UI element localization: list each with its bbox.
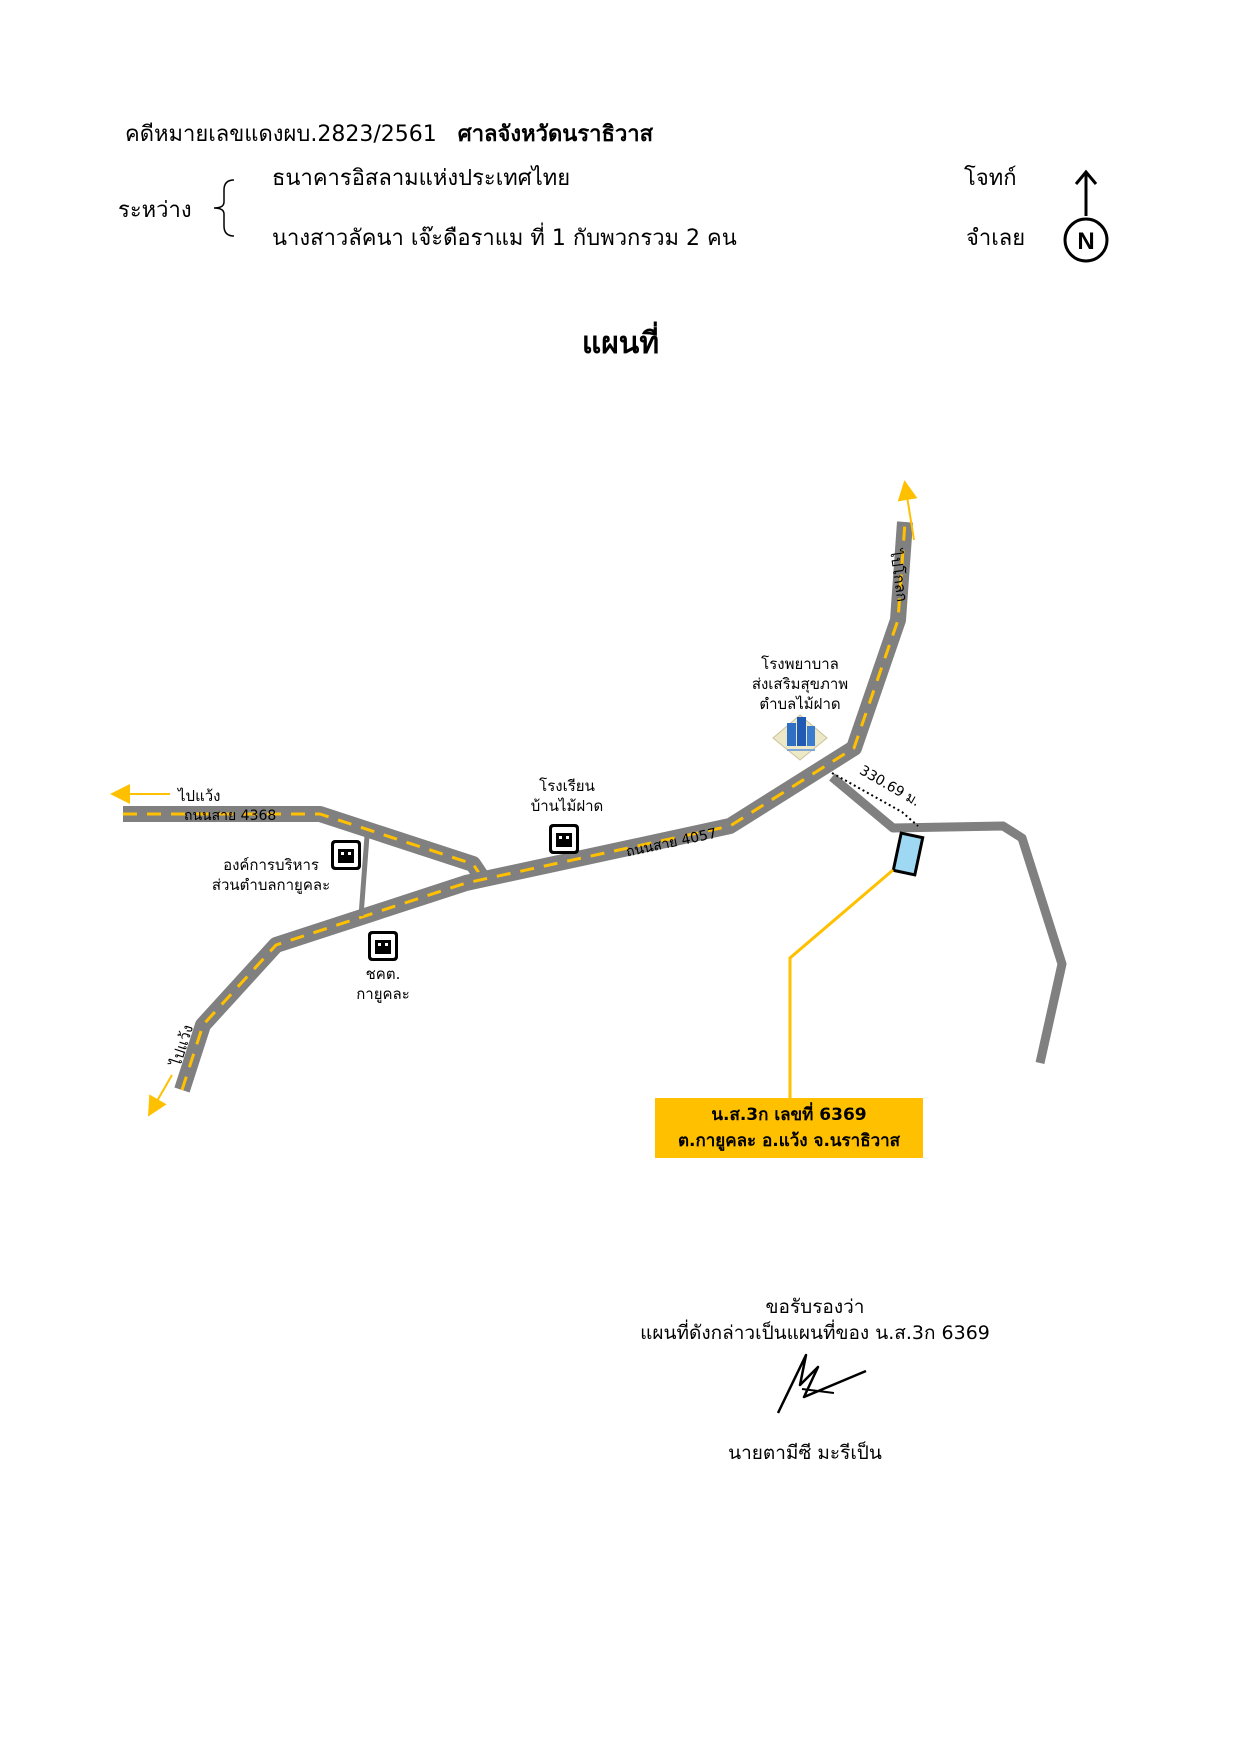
certify-line-1: ขอรับรองว่า (765, 1296, 865, 1318)
chokot-office-icon (368, 931, 398, 961)
plaintiff-role: โจทก์ (964, 166, 1017, 191)
case-number: คดีหมายเลขแดงผบ.2823/2561 ศาลจังหวัดนราธ… (125, 122, 654, 147)
connector-lane (358, 835, 370, 917)
label-sao: องค์การบริหาร ส่วนตำบลกายูคละ (211, 856, 331, 894)
parcel-deed: น.ส.3ก เลขที่ 6369 (711, 1105, 867, 1125)
label-school: โรงเรียน บ้านไม้ฝาด (530, 777, 604, 815)
page-title: แผนที่ (581, 326, 660, 361)
between-label: ระหว่าง (118, 198, 192, 223)
label-to-waeng-top: ไปแว้ง (178, 787, 221, 805)
sao-office-icon (331, 840, 361, 870)
parcel-label-box: น.ส.3ก เลขที่ 6369 ต.กายูคละ อ.แว้ง จ.นร… (655, 1098, 923, 1158)
distance-line (831, 772, 919, 827)
court-name: ศาลจังหวัดนราธิวาส (457, 122, 654, 147)
defendant-role: จำเลย (966, 226, 1026, 251)
roads (123, 521, 1067, 1093)
label-chokot: ชคต. กายูคละ (356, 965, 410, 1003)
plaintiff-name: ธนาคารอิสลามแห่งประเทศไทย (272, 166, 571, 191)
north-arrow-icon: N (1063, 169, 1109, 263)
school-icon (549, 824, 579, 854)
parcel-marker (891, 831, 925, 877)
certify-line-2: แผนที่ดังกล่าวเป็นแผนที่ของ น.ส.3ก 6369 (640, 1322, 990, 1344)
parcel-location: ต.กายูคละ อ.แว้ง จ.นราธิวาส (677, 1131, 901, 1151)
label-road-4368: ถนนสาย 4368 (184, 808, 277, 824)
arrow-to-waeng-bottom (148, 1074, 173, 1117)
parcel-leader-line (788, 868, 894, 1100)
north-letter: N (1077, 228, 1094, 255)
defendant-name: นางสาวลัคนา เจ๊ะดือราแม ที่ 1 กับพวกรวม … (272, 226, 737, 251)
side-road (829, 773, 1067, 1064)
label-hospital: โรงพยาบาล ส่งเสริมสุขภาพ ตำบลไม้ฝาด (751, 655, 849, 713)
brace-icon (213, 179, 235, 237)
hospital-icon (772, 714, 828, 761)
signer-name: นายตามีซี มะรีเป็น (728, 1442, 882, 1464)
signature-icon (776, 1353, 867, 1414)
arrow-to-kolok (897, 480, 918, 541)
